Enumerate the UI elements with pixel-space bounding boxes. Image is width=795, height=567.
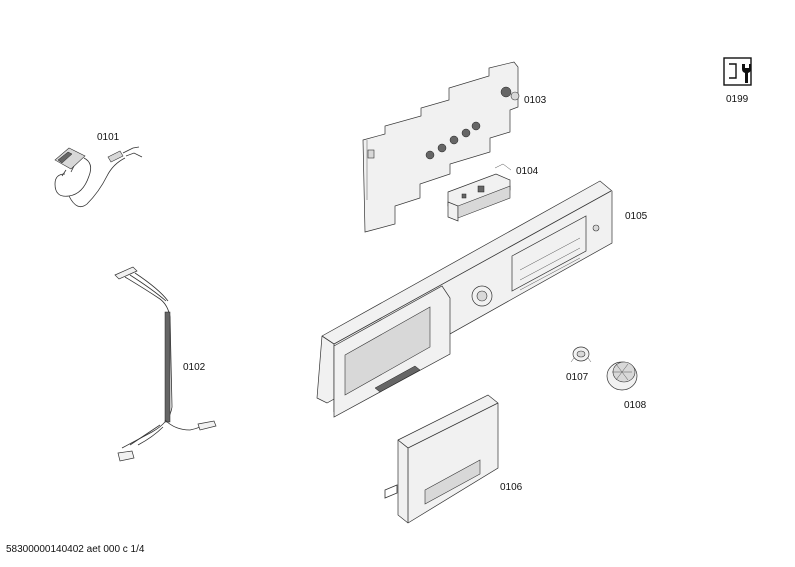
service-wrench-icon: [723, 57, 752, 86]
knob-insert: [570, 346, 592, 363]
part-label-0108: 0108: [624, 400, 647, 411]
part-label-0199: 0199: [726, 94, 749, 105]
power-cord-plug: [54, 146, 143, 208]
part-label-0102: 0102: [183, 362, 206, 373]
program-selector-knob: [606, 361, 638, 391]
control-board: [362, 61, 520, 233]
document-reference-footer: 58300000140402 aet 000 c 1/4: [6, 544, 145, 555]
part-label-0107: 0107: [566, 372, 589, 383]
part-label-0105: 0105: [625, 211, 648, 222]
display-module: [447, 163, 512, 222]
part-label-0101: 0101: [97, 132, 120, 143]
wire-harness: [114, 266, 217, 462]
control-panel-fascia: [316, 180, 613, 418]
part-label-0103: 0103: [524, 95, 547, 106]
part-label-0104: 0104: [516, 166, 539, 177]
part-label-0106: 0106: [500, 482, 523, 493]
detergent-drawer-handle: [384, 394, 499, 524]
